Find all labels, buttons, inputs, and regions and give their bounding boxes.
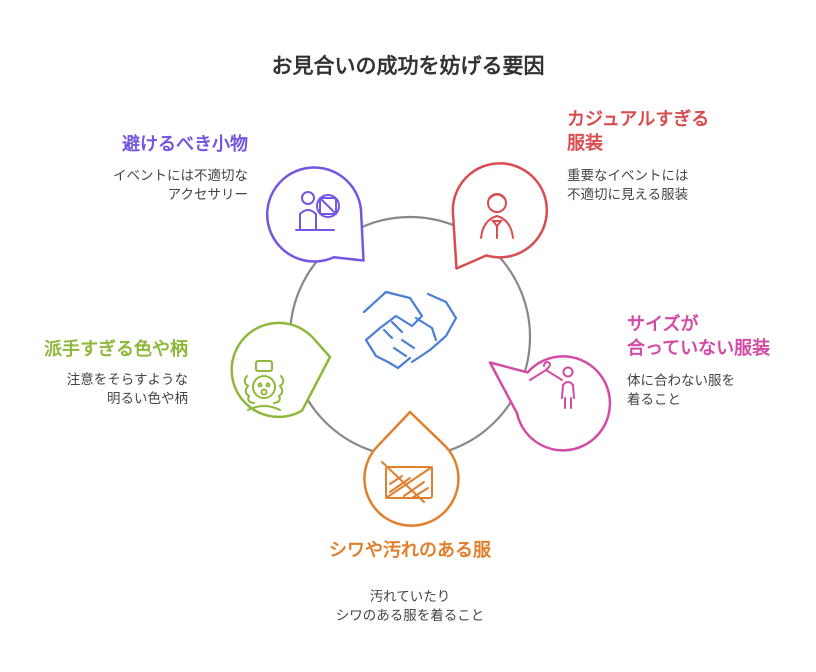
heading-size: サイズが 合っていない服装	[627, 313, 807, 361]
desc-flashy: 注意をそらすような 明るい色や柄	[10, 371, 188, 409]
heading-accessories: 避けるべき小物	[60, 133, 248, 157]
heading-size-line1: サイズが	[627, 314, 699, 335]
desc-accessories-line2: アクセサリー	[167, 187, 248, 203]
heading-casual: カジュアルすぎる 服装	[567, 108, 797, 156]
desc-wrinkled-line1: 汚れていたり	[369, 589, 451, 605]
heading-flashy: 派手すぎる色や柄	[10, 338, 188, 362]
desc-casual-line2: 不適切に見える服装	[567, 187, 689, 203]
desc-accessories-line1: イベントには不適切な	[113, 168, 248, 184]
pin-size	[488, 355, 612, 452]
heading-accessories-line1: 避けるべき小物	[122, 134, 248, 155]
hanger-and-person-icon	[529, 360, 575, 409]
heading-wrinkled: シワや汚れのある服	[260, 539, 560, 563]
desc-size: 体に合わない服を 着ること	[627, 372, 807, 410]
desc-flashy-line2: 明るい色や柄	[107, 391, 188, 407]
desc-flashy-line1: 注意をそらすような	[66, 372, 188, 388]
heading-flashy-line1: 派手すぎる色や柄	[44, 339, 188, 360]
heading-casual-line2: 服装	[567, 133, 603, 154]
handshake-icon	[362, 290, 458, 370]
desc-casual: 重要なイベントには 不適切に見える服装	[567, 167, 797, 205]
heading-size-line2: 合っていない服装	[627, 338, 771, 359]
pin-flashy	[230, 321, 332, 419]
desc-wrinkled: 汚れていたり シワのある服を着ること	[260, 588, 560, 626]
page-title: お見合いの成功を妨げる要因	[271, 54, 545, 78]
pin-casual	[451, 162, 549, 270]
desc-accessories: イベントには不適切な アクセサリー	[48, 167, 248, 205]
flashy-clown-icon	[243, 360, 285, 411]
person-in-tuxedo-icon	[480, 193, 514, 239]
desc-wrinkled-line2: シワのある服を着ること	[335, 608, 485, 624]
heading-wrinkled-line1: シワや汚れのある服	[329, 540, 491, 561]
desc-size-line2: 着ること	[627, 392, 681, 408]
person-with-prohibited-bag-icon	[295, 191, 340, 231]
desc-casual-line1: 重要なイベントには	[567, 168, 689, 184]
crossed-out-iron-icon	[381, 461, 433, 503]
desc-size-line1: 体に合わない服を	[627, 373, 735, 389]
pin-wrinkled	[363, 410, 460, 527]
pin-accessories	[266, 166, 365, 263]
heading-casual-line1: カジュアルすぎる	[567, 109, 710, 130]
